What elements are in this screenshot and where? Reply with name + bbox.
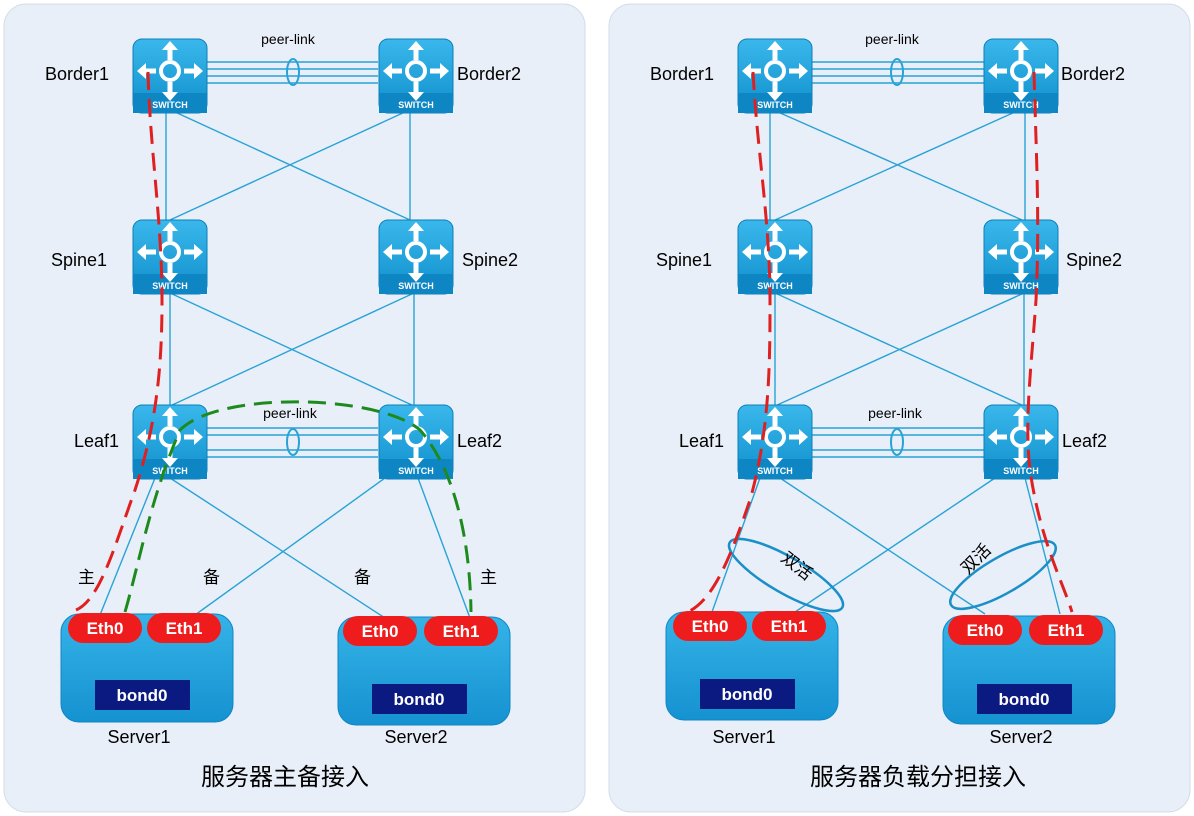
bond0-box: [977, 684, 1072, 714]
eth0-label: Eth0: [362, 622, 399, 641]
eth1-port: [1029, 615, 1103, 645]
node-label-border1: Border1: [45, 64, 109, 84]
border2-switch-icon: SWITCH: [377, 37, 455, 115]
eth0-label: Eth0: [692, 617, 729, 636]
spine1-switch-icon: SWITCH: [131, 218, 209, 296]
switch-icon-text: SWITCH: [398, 100, 434, 110]
node-label-leaf1: Leaf1: [74, 431, 119, 451]
eth0-port: [68, 613, 142, 643]
node-label-spine2: Spine2: [1066, 250, 1122, 270]
server-label: Server2: [384, 727, 447, 747]
eth0-label: Eth0: [87, 619, 124, 638]
link-lines: [711, 61, 1061, 685]
node-label-spine2: Spine2: [462, 250, 518, 270]
panel-caption: 服务器负载分担接入: [810, 763, 1026, 791]
switch-icon-text: SWITCH: [757, 281, 793, 291]
peer-link-ring-leaf: [286, 428, 300, 456]
eth0-port: [343, 616, 417, 646]
eth1-label: Eth1: [1048, 621, 1085, 640]
border1-switch-icon: SWITCH: [736, 37, 814, 115]
switch-icon-text: SWITCH: [398, 466, 434, 476]
border1-switch-icon: SWITCH: [131, 37, 209, 115]
switch-icon-text: SWITCH: [152, 466, 188, 476]
link-label-standby: 备: [354, 568, 371, 588]
link-label-primary: 主: [78, 568, 95, 588]
eth1-label: Eth1: [771, 617, 808, 636]
eth0-port: [948, 615, 1022, 645]
peer-link-ring-leaf: [890, 428, 904, 456]
eth1-port: [752, 611, 826, 641]
switch-icon-text: SWITCH: [757, 466, 793, 476]
switch-icon-text: SWITCH: [757, 100, 793, 110]
border2-switch-icon: SWITCH: [982, 37, 1060, 115]
node-label-spine1: Spine1: [51, 250, 107, 270]
switch-icon-text: SWITCH: [1003, 281, 1039, 291]
panel-left: [3, 3, 586, 813]
panel-caption: 服务器主备接入: [201, 763, 369, 791]
node-label-leaf2: Leaf2: [457, 431, 502, 451]
bond0-label: bond0: [394, 690, 445, 709]
eth1-port: [424, 616, 498, 646]
server-label: Server1: [107, 727, 170, 747]
server2: Eth0 Eth1 bond0 Server2: [337, 616, 511, 747]
bond0-box: [95, 680, 190, 710]
peer-link-ring-border: [890, 58, 904, 86]
peer-link-ring-border: [286, 58, 300, 86]
server-label: Server2: [989, 727, 1052, 747]
server2: Eth0 Eth1 bond0 Server2: [942, 615, 1116, 747]
peer-link-label-border: peer-link: [865, 31, 920, 47]
spine2-switch-icon: SWITCH: [377, 218, 455, 296]
node-label-leaf1: Leaf1: [679, 431, 724, 451]
node-label-leaf2: Leaf2: [1062, 431, 1107, 451]
primary-path-server1: [687, 71, 772, 614]
link-label-primary: 主: [480, 568, 497, 588]
bond0-label: bond0: [117, 686, 168, 705]
switch-icon-text: SWITCH: [152, 100, 188, 110]
switch-icon-text: SWITCH: [398, 281, 434, 291]
primary-path-server1: [75, 71, 164, 612]
node-label-border2: Border2: [1061, 64, 1125, 84]
bond0-box: [700, 679, 795, 709]
bond0-label: bond0: [999, 690, 1050, 709]
server1: Eth0 Eth1 bond0 Server1: [665, 611, 839, 747]
switch-icon-text: SWITCH: [1003, 466, 1039, 476]
node-label-spine1: Spine1: [656, 250, 712, 270]
spine1-switch-icon: SWITCH: [736, 218, 814, 296]
node-label-border2: Border2: [457, 64, 521, 84]
eth1-label: Eth1: [443, 622, 480, 641]
eth1-port: [147, 613, 221, 643]
switch-icon-text: SWITCH: [152, 281, 188, 291]
leaf2-switch-icon: SWITCH: [982, 403, 1060, 481]
dual-active-ring-server2: [949, 539, 1057, 611]
spine2-switch-icon: SWITCH: [982, 218, 1060, 296]
eth0-label: Eth0: [967, 621, 1004, 640]
peer-link-label-border: peer-link: [261, 31, 316, 47]
panel-active-standby: peer-link peer-link SWITCH SWITCH SWITCH…: [45, 31, 521, 791]
switch-icon-text: SWITCH: [1003, 100, 1039, 110]
eth0-port: [673, 611, 747, 641]
leaf2-switch-icon: SWITCH: [377, 403, 455, 481]
node-label-border1: Border1: [650, 64, 714, 84]
link-lines: [99, 61, 471, 685]
bond0-label: bond0: [722, 685, 773, 704]
primary-path-server2: [1026, 71, 1074, 613]
eth1-label: Eth1: [166, 619, 203, 638]
server-label: Server1: [712, 727, 775, 747]
panel-right: [608, 3, 1191, 813]
bond0-box: [372, 684, 467, 714]
standby-path-server2: [123, 400, 473, 613]
leaf1-switch-icon: SWITCH: [736, 403, 814, 481]
peer-link-label-leaf: peer-link: [868, 405, 923, 421]
dual-active-ring-server1: [727, 537, 845, 613]
panel-load-sharing: peer-link peer-link SWITCH SWITCH SWITCH…: [650, 31, 1125, 791]
server1: Eth0 Eth1 bond0 Server1: [60, 613, 234, 747]
peer-link-label-leaf: peer-link: [263, 405, 318, 421]
link-label-standby: 备: [203, 568, 220, 588]
leaf1-switch-icon: SWITCH: [131, 403, 209, 481]
